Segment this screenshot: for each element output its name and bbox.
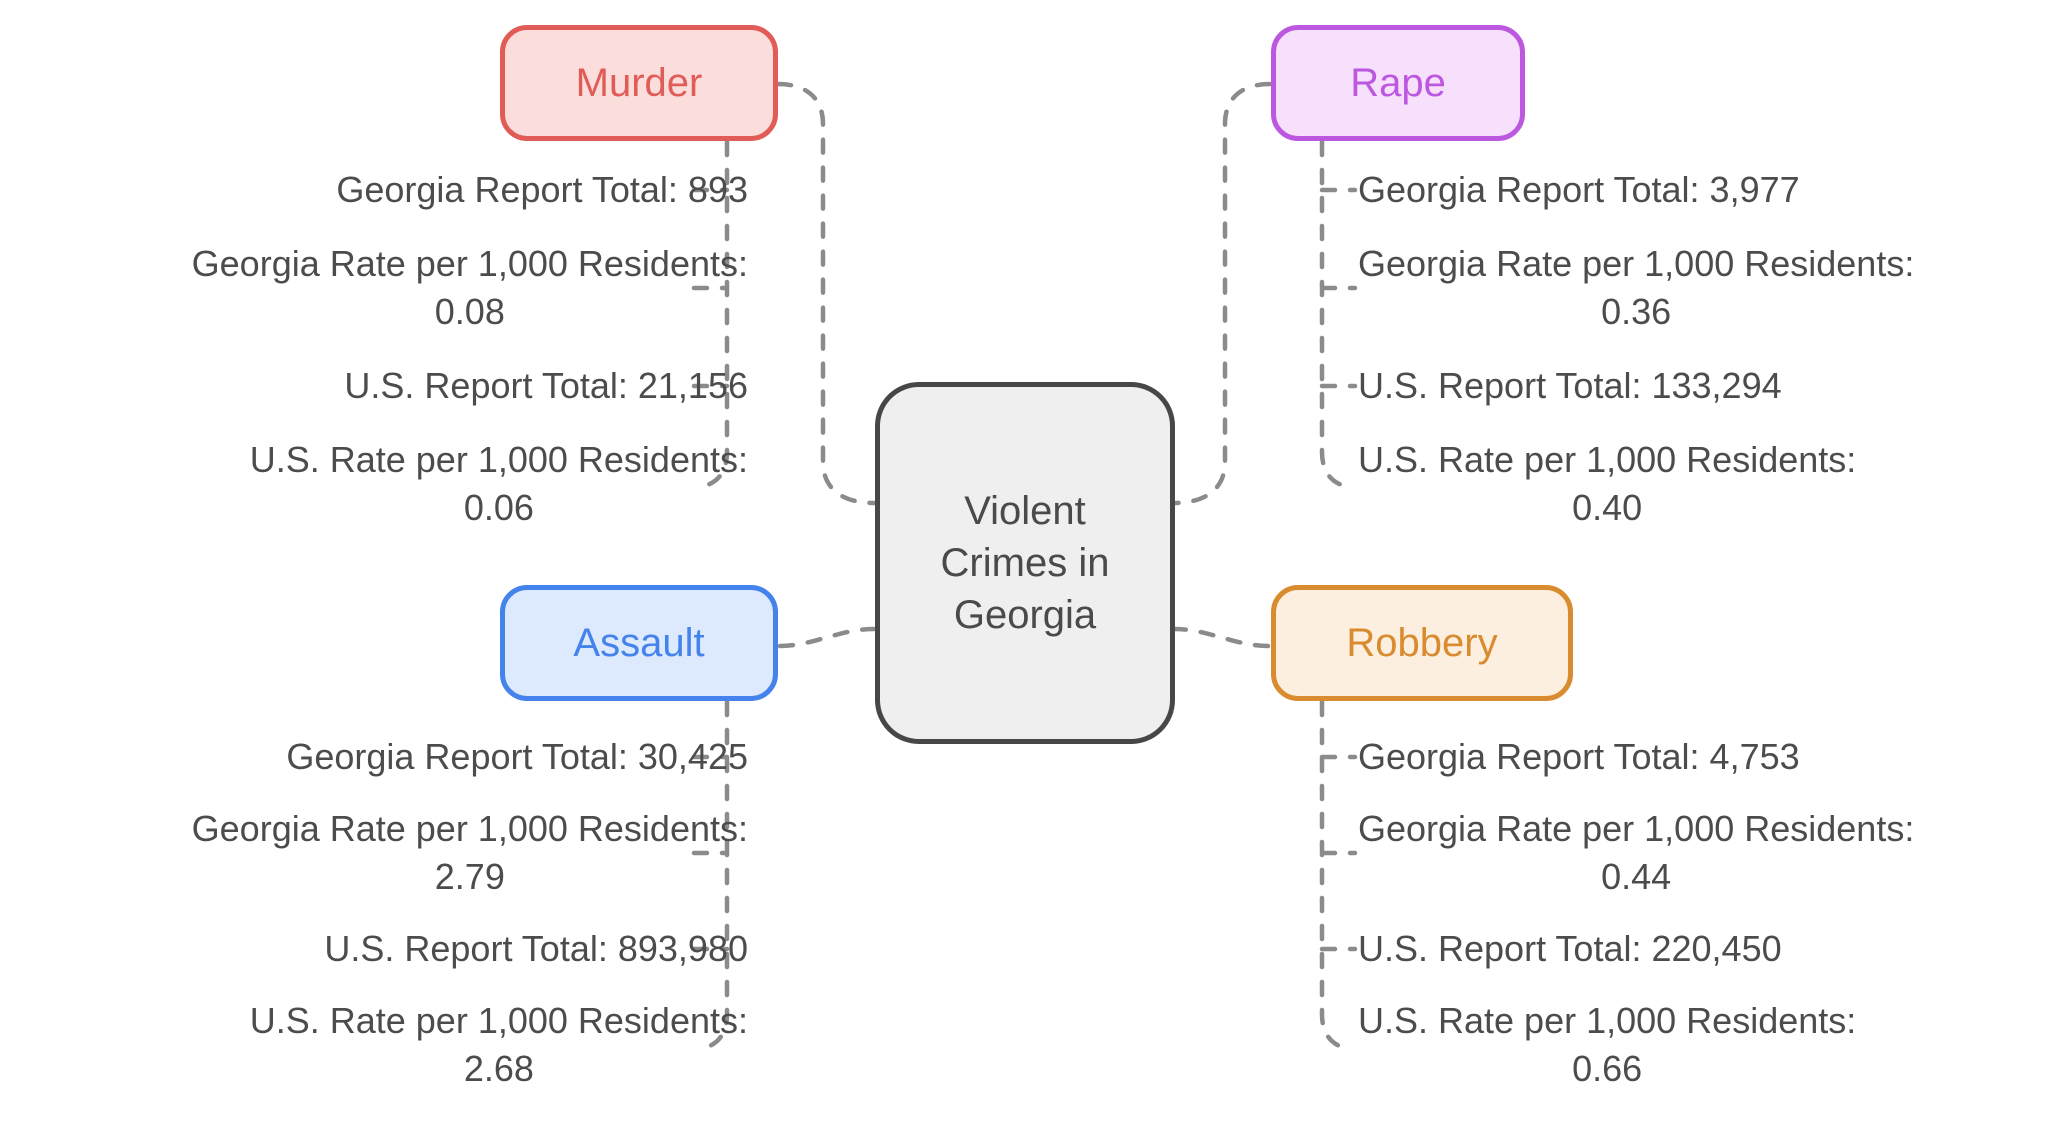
leaf-label: Georgia Report Total: xyxy=(1358,169,1700,210)
leaf-item: U.S. Report Total: 220,450 xyxy=(1358,925,1782,973)
leaf-value: 0.66 xyxy=(1572,1048,1643,1089)
leaf-item: Georgia Rate per 1,000 Residents: 2.79 xyxy=(192,805,748,901)
branch-label: Murder xyxy=(575,60,703,105)
branch-node-robbery: Robbery xyxy=(1271,585,1573,701)
leaf-label: U.S. Report Total: xyxy=(1358,365,1642,406)
leaf-item: Georgia Report Total: 30,425 xyxy=(286,733,748,781)
edge-root-robbery xyxy=(1171,626,1271,649)
edge-root-assault xyxy=(777,626,877,649)
leaf-value: 133,294 xyxy=(1651,365,1782,406)
edge-robbery-leaves xyxy=(1319,699,1358,1052)
murder-leaf-list: Georgia Report Total: 893 Georgia Rate p… xyxy=(192,166,748,532)
leaf-value: 0.36 xyxy=(1601,291,1672,332)
leaf-value: 30,425 xyxy=(637,736,748,777)
branch-label: Rape xyxy=(1350,60,1446,105)
branch-node-assault: Assault xyxy=(500,585,778,701)
edge-root-murder xyxy=(775,81,877,506)
leaf-label: Georgia Rate per 1,000 Residents: xyxy=(1358,243,1915,284)
leaf-item: U.S. Rate per 1,000 Residents: 0.66 xyxy=(1358,997,1856,1093)
leaf-label: Georgia Report Total: xyxy=(286,736,628,777)
leaf-item: U.S. Rate per 1,000 Residents: 0.40 xyxy=(1358,436,1856,532)
leaf-value: 2.79 xyxy=(434,856,505,897)
leaf-value: 4,753 xyxy=(1709,736,1800,777)
leaf-label: Georgia Rate per 1,000 Residents: xyxy=(191,808,748,849)
leaf-value: 220,450 xyxy=(1651,928,1782,969)
leaf-value: 2.68 xyxy=(463,1048,534,1089)
branch-label: Assault xyxy=(573,620,705,665)
edge-rape-leaves xyxy=(1319,139,1358,490)
leaf-item: Georgia Rate per 1,000 Residents: 0.08 xyxy=(192,240,748,336)
leaf-item: Georgia Report Total: 4,753 xyxy=(1358,733,1800,781)
leaf-label: U.S. Rate per 1,000 Residents: xyxy=(249,439,748,480)
rape-leaf-list: Georgia Report Total: 3,977 Georgia Rate… xyxy=(1358,166,1914,532)
leaf-item: Georgia Rate per 1,000 Residents: 0.44 xyxy=(1358,805,1914,901)
leaf-label: Georgia Rate per 1,000 Residents: xyxy=(1358,808,1915,849)
branch-node-rape: Rape xyxy=(1271,25,1525,141)
leaf-label: U.S. Report Total: xyxy=(344,365,628,406)
leaf-label: U.S. Report Total: xyxy=(324,928,608,969)
leaf-value: 0.06 xyxy=(463,487,534,528)
leaf-value: 3,977 xyxy=(1709,169,1800,210)
robbery-leaf-list: Georgia Report Total: 4,753 Georgia Rate… xyxy=(1358,733,1914,1093)
leaf-label: U.S. Report Total: xyxy=(1358,928,1642,969)
leaf-label: Georgia Report Total: xyxy=(1358,736,1700,777)
branch-label: Robbery xyxy=(1346,620,1498,665)
leaf-item: Georgia Report Total: 893 xyxy=(336,166,748,214)
leaf-label: U.S. Rate per 1,000 Residents: xyxy=(1358,1000,1857,1041)
leaf-item: U.S. Rate per 1,000 Residents: 2.68 xyxy=(250,997,748,1093)
leaf-label: Georgia Report Total: xyxy=(336,169,678,210)
leaf-value: 893,980 xyxy=(617,928,748,969)
assault-leaf-list: Georgia Report Total: 30,425 Georgia Rat… xyxy=(192,733,748,1093)
leaf-item: U.S. Rate per 1,000 Residents: 0.06 xyxy=(250,436,748,532)
leaf-value: 893 xyxy=(687,169,748,210)
leaf-value: 0.44 xyxy=(1601,856,1672,897)
leaf-item: Georgia Rate per 1,000 Residents: 0.36 xyxy=(1358,240,1914,336)
leaf-item: Georgia Report Total: 3,977 xyxy=(1358,166,1800,214)
root-label: Violent Crimes in Georgia xyxy=(940,489,1110,637)
leaf-item: U.S. Report Total: 21,156 xyxy=(344,362,748,410)
root-node: Violent Crimes in Georgia xyxy=(875,382,1175,744)
leaf-item: U.S. Report Total: 893,980 xyxy=(324,925,748,973)
leaf-item: U.S. Report Total: 133,294 xyxy=(1358,362,1782,410)
leaf-label: Georgia Rate per 1,000 Residents: xyxy=(191,243,748,284)
leaf-label: U.S. Rate per 1,000 Residents: xyxy=(1358,439,1857,480)
leaf-value: 0.40 xyxy=(1572,487,1643,528)
branch-node-murder: Murder xyxy=(500,25,778,141)
leaf-value: 0.08 xyxy=(434,291,505,332)
leaf-label: U.S. Rate per 1,000 Residents: xyxy=(249,1000,748,1041)
edge-root-rape xyxy=(1171,81,1273,506)
leaf-value: 21,156 xyxy=(637,365,748,406)
